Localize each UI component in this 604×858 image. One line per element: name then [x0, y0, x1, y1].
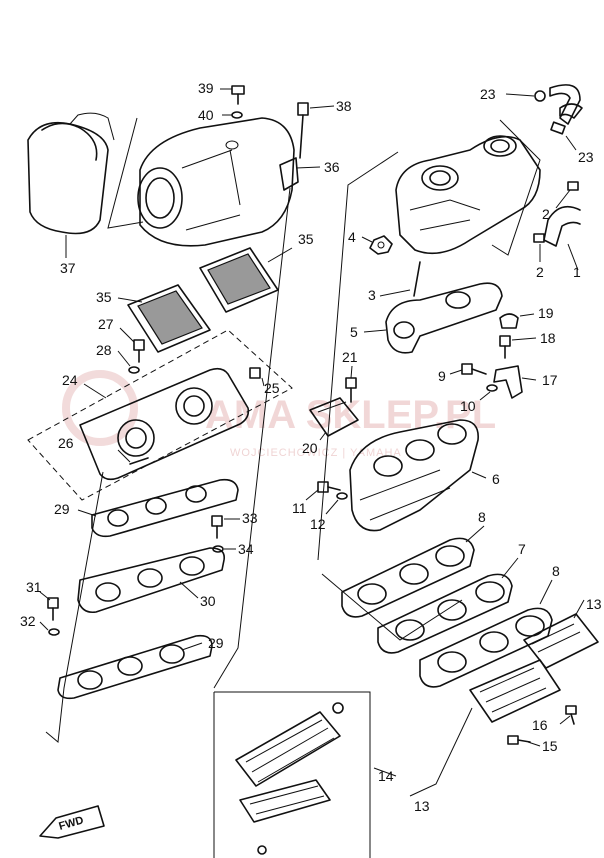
- callout-5: 5: [350, 324, 358, 340]
- part-13-leaders: [409, 707, 473, 797]
- callout-11: 11: [292, 500, 307, 516]
- part-arrestor-base: [79, 367, 250, 481]
- callout-2: 2: [536, 264, 544, 280]
- part-washer-16: [559, 705, 577, 725]
- callout-14: 14: [378, 768, 394, 784]
- callout-17: 17: [542, 372, 558, 388]
- callout-2: 2: [542, 206, 550, 222]
- callout-12: 12: [310, 516, 326, 532]
- callout-37: 37: [60, 260, 76, 276]
- callout-34: 34: [238, 541, 254, 557]
- callout-16: 16: [532, 717, 548, 733]
- callout-32: 32: [20, 613, 36, 629]
- inset-reed-detail: [213, 691, 397, 858]
- part-gasket-29-upper: [77, 478, 239, 538]
- callout-40: 40: [198, 107, 214, 123]
- callout-18: 18: [540, 330, 556, 346]
- callout-31: 31: [26, 579, 42, 595]
- part-bolt-11: [305, 481, 341, 501]
- fwd-direction-marker: FWD: [39, 805, 105, 839]
- callout-27: 27: [98, 316, 114, 332]
- callout-23: 23: [480, 86, 496, 102]
- callout-15: 15: [542, 738, 558, 754]
- part-washer-10: [479, 384, 498, 401]
- callout-35: 35: [298, 231, 314, 247]
- callout-4: 4: [348, 229, 356, 245]
- callout-6: 6: [492, 471, 500, 487]
- callout-labels: 1 2 2 3 4 5 6 7 8 8 9 10 11 12 13 13 14 …: [20, 80, 602, 814]
- part-nut-4: [361, 235, 393, 255]
- callout-20: 20: [302, 440, 318, 456]
- part-stud-26: [117, 449, 149, 465]
- part-bolt-27: [117, 327, 145, 374]
- part-gasket-5: [363, 282, 503, 354]
- callout-21: 21: [342, 349, 358, 365]
- callout-13: 13: [414, 798, 430, 814]
- dashed-assembly-box: [27, 329, 293, 501]
- callout-7: 7: [518, 541, 526, 557]
- left-group-frame: [45, 117, 291, 743]
- part-stud-3: [379, 261, 421, 297]
- part-clamp-2: [533, 181, 579, 262]
- callout-3: 3: [368, 287, 376, 303]
- part-reed-plate-7: [377, 557, 519, 654]
- part-bolt-21: [345, 365, 357, 403]
- part-bracket-20: [309, 397, 359, 441]
- part-washer-12: [325, 492, 348, 515]
- part-screw-15: [507, 735, 541, 747]
- part-reed-valve-assembly: [469, 599, 599, 723]
- part-grommet-25: [249, 367, 265, 387]
- part-intake-duct: [27, 112, 115, 235]
- callout-26: 26: [58, 435, 74, 451]
- part-flame-arrestor-screens: [117, 247, 293, 353]
- callout-9: 9: [438, 368, 446, 384]
- part-adaptor-plate: [77, 547, 226, 614]
- leader-lines: [65, 166, 321, 258]
- callout-23: 23: [578, 149, 594, 165]
- part-screw-and-washer: [220, 85, 245, 119]
- part-intake-manifold: [349, 419, 487, 532]
- part-screw-18: [499, 335, 537, 359]
- callout-19: 19: [538, 305, 554, 321]
- callout-29: 29: [208, 635, 224, 651]
- callout-33: 33: [242, 510, 258, 526]
- callout-39: 39: [198, 80, 214, 96]
- part-gasket-29-lower: [57, 634, 213, 700]
- callout-24: 24: [62, 372, 78, 388]
- callout-38: 38: [336, 98, 352, 114]
- part-bolt-33: [211, 515, 240, 553]
- part-hose-23: [505, 84, 581, 151]
- callout-1: 1: [573, 264, 581, 280]
- callout-10: 10: [460, 398, 476, 414]
- callout-8: 8: [478, 509, 486, 525]
- part-carburetor-assembly: [395, 103, 583, 271]
- callout-8: 8: [552, 563, 560, 579]
- part-long-bolt: [297, 102, 335, 159]
- callout-25: 25: [264, 380, 280, 396]
- callout-28: 28: [96, 342, 112, 358]
- callout-29: 29: [54, 501, 70, 517]
- part-gasket-8-upper: [341, 525, 485, 618]
- part-bracket-17: [493, 365, 537, 399]
- part-bolt-31: [39, 591, 60, 636]
- callout-36: 36: [324, 159, 340, 175]
- part-screw-9: [449, 363, 487, 375]
- callout-35: 35: [96, 289, 112, 305]
- part-silencer-housing: [137, 117, 299, 247]
- callout-30: 30: [200, 593, 216, 609]
- callout-13: 13: [586, 596, 602, 612]
- part-cap-19: [499, 313, 535, 329]
